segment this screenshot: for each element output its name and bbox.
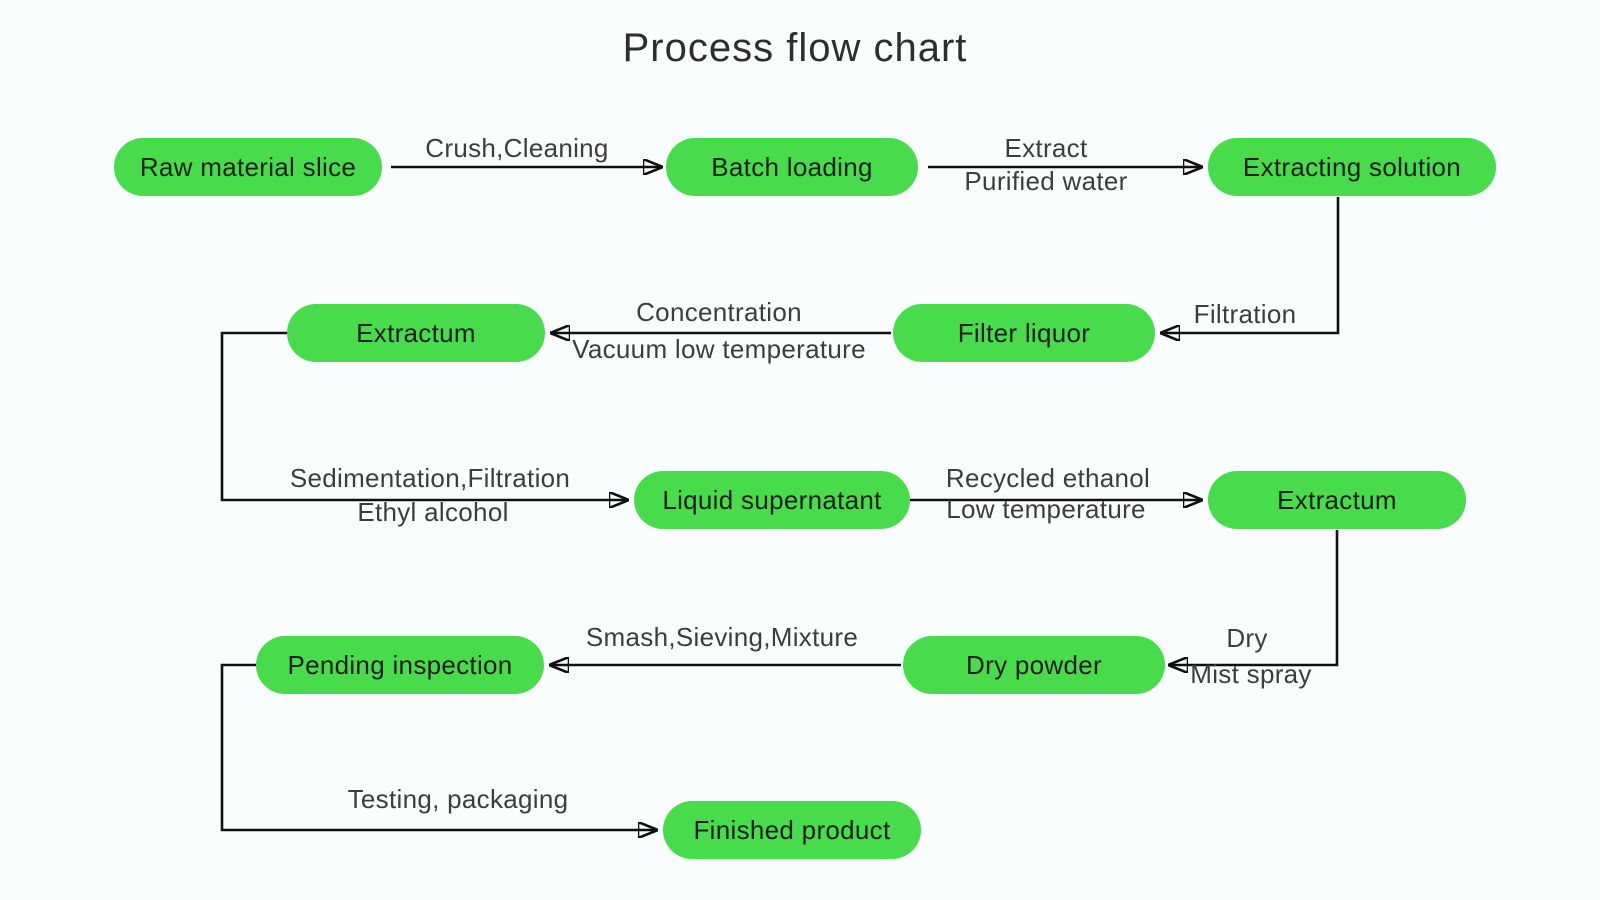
edge-label-ethyl-alcohol: Ethyl alcohol bbox=[357, 497, 509, 527]
node-batch-loading: Batch loading bbox=[666, 138, 918, 196]
edge-label-dry: Dry bbox=[1226, 623, 1268, 653]
node-extractum-1: Extractum bbox=[287, 304, 545, 362]
edge-label-vacuum-low-temp: Vacuum low temperature bbox=[572, 334, 866, 364]
edge-label-filtration: Filtration bbox=[1193, 299, 1297, 329]
edge-label-sedimentation-filtration: Sedimentation,Filtration bbox=[289, 463, 571, 493]
edge-label-smash-sieving-mixture: Smash,Sieving,Mixture bbox=[585, 622, 859, 652]
edge-label-crush-cleaning: Crush,Cleaning bbox=[425, 133, 609, 163]
node-dry-powder: Dry powder bbox=[903, 636, 1165, 694]
node-liquid-supernatant: Liquid supernatant bbox=[634, 471, 910, 529]
node-finished-product: Finished product bbox=[663, 801, 921, 859]
edge-extracting-to-filter bbox=[1161, 197, 1340, 333]
page-title: Process flow chart bbox=[622, 26, 968, 70]
edge-label-concentration: Concentration bbox=[636, 297, 802, 327]
edge-pending-to-finished bbox=[220, 663, 657, 830]
node-filter-liquor: Filter liquor bbox=[893, 304, 1155, 362]
edge-label-purified-water: Purified water bbox=[964, 166, 1128, 196]
edge-label-testing-packaging: Testing, packaging bbox=[347, 784, 569, 814]
node-extracting-solution: Extracting solution bbox=[1208, 138, 1496, 196]
node-pending-inspection: Pending inspection bbox=[256, 636, 544, 694]
node-extractum-2: Extractum bbox=[1208, 471, 1466, 529]
edge-extractum-to-supernatant bbox=[220, 331, 628, 500]
edge-label-recycled-ethanol: Recycled ethanol bbox=[945, 463, 1151, 493]
edge-label-extract: Extract bbox=[1004, 133, 1088, 163]
edge-label-low-temperature: Low temperature bbox=[946, 494, 1146, 524]
edge-label-mist-spray: Mist spray bbox=[1190, 659, 1312, 689]
node-raw-material-slice: Raw material slice bbox=[114, 138, 382, 196]
edge-extractum2-to-drypowder bbox=[1169, 530, 1339, 665]
